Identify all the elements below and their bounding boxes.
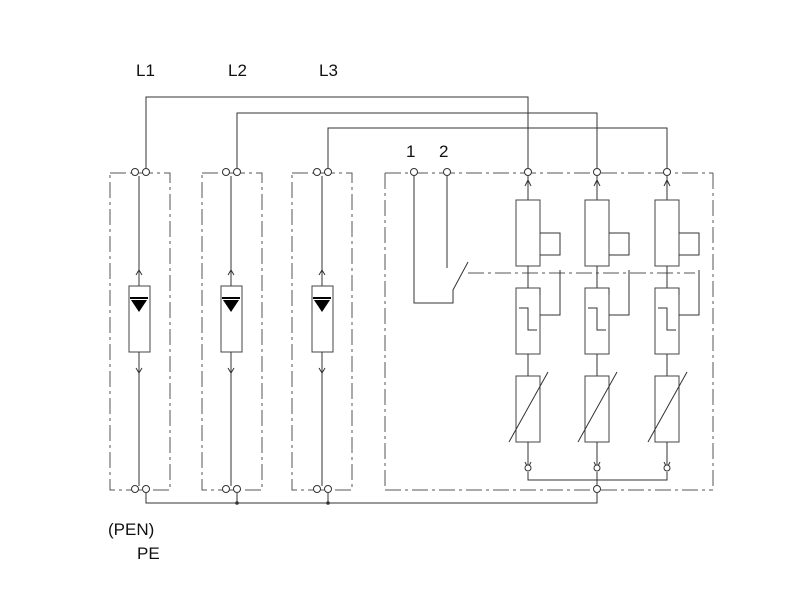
label-contact-2: 2 xyxy=(439,142,449,161)
contact-terminal-2 xyxy=(443,168,451,176)
spd-unit-3 xyxy=(647,168,700,472)
spd-unit-2 xyxy=(577,168,630,472)
terminal xyxy=(131,485,139,493)
arrester-l3 xyxy=(311,168,334,493)
module-outlines xyxy=(109,172,714,491)
terminal xyxy=(324,485,332,493)
fuse-element xyxy=(654,199,680,267)
phase-feed-lines xyxy=(145,96,668,170)
arrester-body xyxy=(128,285,151,353)
label-contact-1: 1 xyxy=(406,142,416,161)
spd-unit-1 xyxy=(508,168,561,478)
fuse-element xyxy=(584,199,610,267)
terminal xyxy=(142,168,150,176)
arrester-l2 xyxy=(220,168,243,493)
terminal xyxy=(324,168,332,176)
label-pen: (PEN) xyxy=(108,520,155,539)
terminal xyxy=(222,485,230,493)
varistor xyxy=(654,375,680,443)
label-l1: L1 xyxy=(136,61,155,80)
terminal xyxy=(222,168,230,176)
remote-contact xyxy=(410,168,469,304)
module-outline-l3 xyxy=(291,172,353,491)
feed-line-l3 xyxy=(327,127,668,170)
varistor xyxy=(584,375,610,443)
module-outline-l1 xyxy=(109,172,171,491)
label-pe: PE xyxy=(137,544,160,563)
arrester-body xyxy=(311,285,334,353)
terminal xyxy=(233,485,241,493)
terminal xyxy=(142,485,150,493)
varistor-slash xyxy=(647,371,688,443)
varistor-slash xyxy=(577,371,618,443)
terminal xyxy=(313,485,321,493)
varistor-slash xyxy=(508,371,549,443)
label-l3: L3 xyxy=(319,61,338,80)
module-outline-spd xyxy=(384,172,714,491)
switch-blade xyxy=(413,176,469,304)
terminal xyxy=(233,168,241,176)
varistor xyxy=(515,375,541,443)
module-outline-l2 xyxy=(201,172,263,491)
arrester-body xyxy=(220,285,243,353)
arrester-l1 xyxy=(128,168,151,493)
terminal xyxy=(313,168,321,176)
diode-symbol xyxy=(223,300,239,312)
feed-line-l2 xyxy=(236,112,598,170)
diode-symbol xyxy=(314,300,330,312)
pe-bus xyxy=(145,472,668,505)
label-l2: L2 xyxy=(228,61,247,80)
fuse-element xyxy=(515,199,541,267)
feed-line-l1 xyxy=(145,96,529,170)
contact-terminal-1 xyxy=(410,168,418,176)
terminal xyxy=(131,168,139,176)
pe-bus-line xyxy=(145,493,598,504)
diode-symbol xyxy=(131,300,147,312)
